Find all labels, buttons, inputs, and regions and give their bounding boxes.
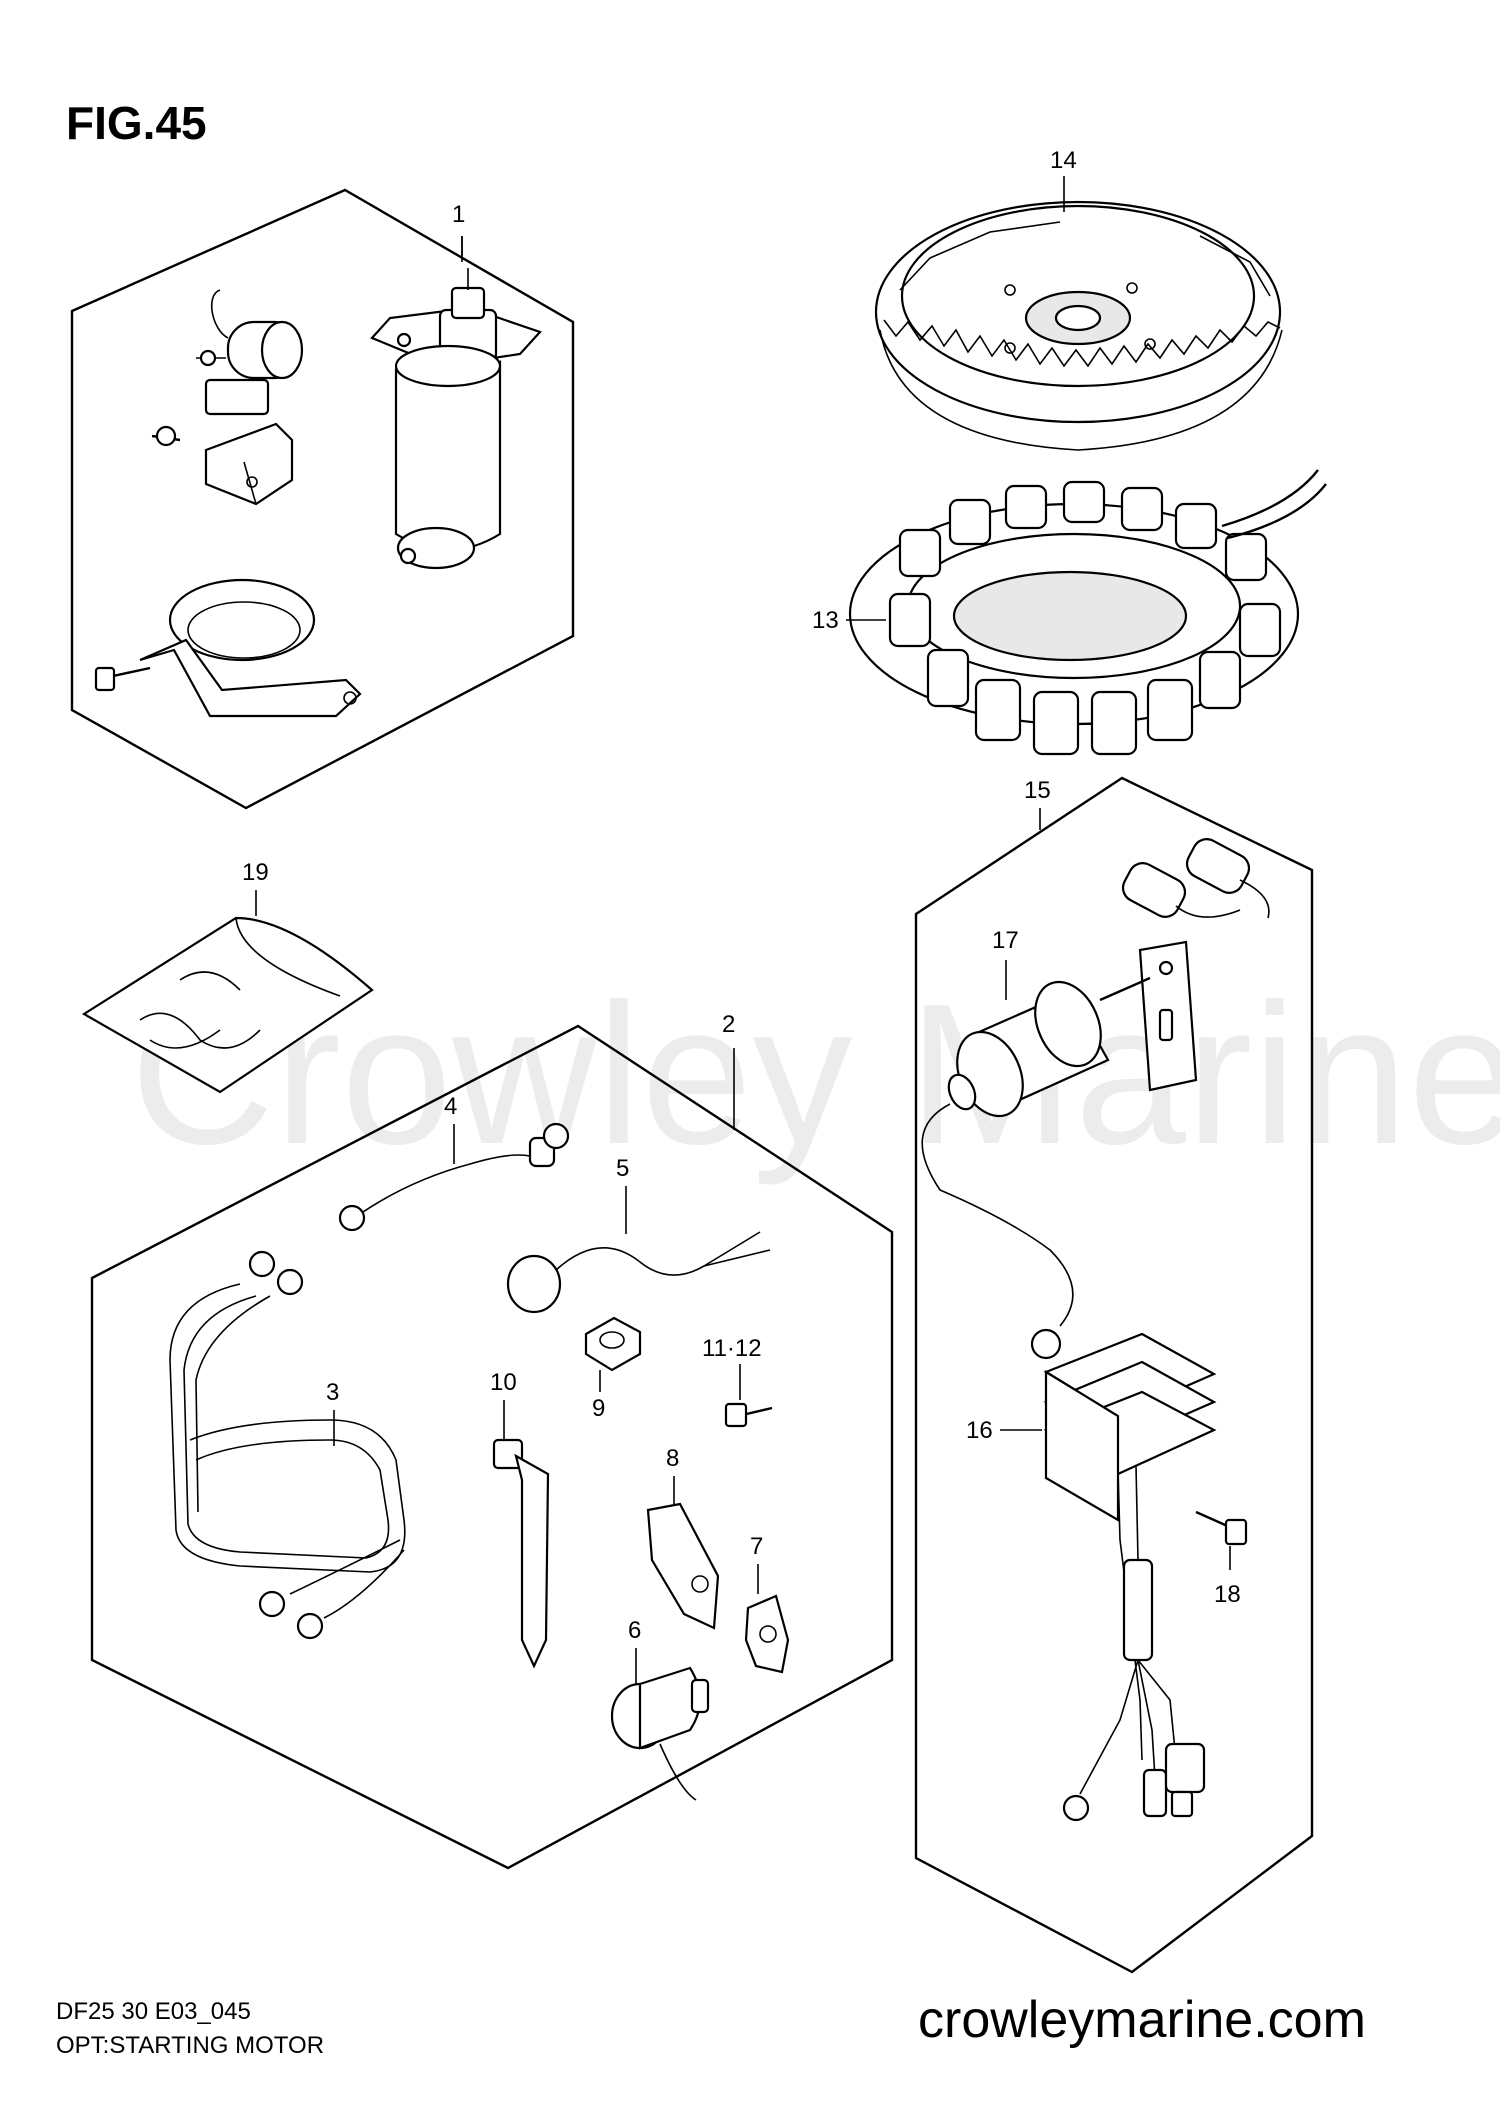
callout-label-14: 14: [1050, 147, 1077, 174]
figure-title: FIG.45: [66, 97, 207, 149]
callout-label-2: 2: [722, 1011, 735, 1038]
callout-18[interactable]: 18: [1214, 1546, 1241, 1608]
callout-4[interactable]: 4: [444, 1093, 457, 1164]
callout-15[interactable]: 15: [1024, 777, 1051, 830]
callout-label-16: 16: [966, 1417, 993, 1444]
website-link[interactable]: crowleymarine.com: [918, 1991, 1366, 2049]
callout-2[interactable]: 2: [722, 1011, 735, 1130]
callout-label-1: 1: [452, 201, 465, 228]
bolt-18-part[interactable]: [1195, 1510, 1248, 1546]
sensor-6-part[interactable]: [610, 1666, 710, 1801]
callout-label-13: 13: [812, 607, 839, 634]
lead-wire-4-part[interactable]: [338, 1122, 570, 1232]
stator-part[interactable]: [848, 469, 1327, 756]
callout-label-7: 7: [750, 1533, 763, 1560]
callout-5[interactable]: 5: [616, 1155, 629, 1234]
callout-14[interactable]: 14: [1050, 147, 1077, 212]
relay-bracket-part[interactable]: [204, 422, 294, 506]
callout-7[interactable]: 7: [750, 1533, 763, 1594]
callout-label-15: 15: [1024, 777, 1051, 804]
model-code: DF25 30 E03_045: [56, 1998, 251, 2025]
callout-label-10: 10: [490, 1369, 517, 1396]
relay-bolt-part[interactable]: [151, 425, 181, 447]
rectifier-part[interactable]: [1043, 1332, 1217, 1822]
callout-1[interactable]: 1: [452, 201, 465, 262]
flywheel-part[interactable]: [874, 200, 1283, 451]
callout-6[interactable]: 6: [628, 1617, 641, 1684]
bracket-8-part[interactable]: [646, 1502, 720, 1630]
callout-label-6: 6: [628, 1617, 641, 1644]
callout-16[interactable]: 16: [966, 1417, 1042, 1444]
callout-label-9: 9: [592, 1395, 605, 1422]
parts-bag-part[interactable]: [81, 916, 374, 1094]
callout-label-17: 17: [992, 927, 1019, 954]
switch-5-part[interactable]: [506, 1231, 771, 1314]
callout-label-19: 19: [242, 859, 269, 886]
callout-label-8: 8: [666, 1445, 679, 1472]
callout-label-4: 4: [444, 1093, 457, 1120]
fuse-part[interactable]: [921, 972, 1151, 1360]
kit-box-2: [90, 1024, 894, 1870]
callout-17[interactable]: 17: [992, 927, 1019, 1000]
callout-8[interactable]: 8: [666, 1445, 679, 1504]
callout-13[interactable]: 13: [812, 607, 886, 634]
callout-label-3: 3: [326, 1379, 339, 1406]
fuse-holder-part[interactable]: [1118, 834, 1270, 1092]
callout-10[interactable]: 10: [490, 1369, 517, 1440]
band-bolt-part[interactable]: [94, 666, 151, 692]
callout-11-12[interactable]: 11·12: [702, 1335, 762, 1400]
callout-label-18: 18: [1214, 1581, 1241, 1608]
callout-label-11-12: 11·12: [702, 1335, 762, 1362]
starter-relay-part[interactable]: [196, 289, 304, 416]
screw-11-12-part[interactable]: [724, 1402, 773, 1428]
nut-9-part[interactable]: [584, 1316, 642, 1372]
starter-motor-part[interactable]: [370, 268, 542, 570]
callout-9[interactable]: 9: [592, 1370, 605, 1422]
callout-label-5: 5: [616, 1155, 629, 1182]
cable-tie-10-part[interactable]: [492, 1438, 550, 1669]
callout-3[interactable]: 3: [326, 1379, 339, 1446]
callout-19[interactable]: 19: [242, 859, 269, 916]
grommet-7-part[interactable]: [744, 1594, 790, 1674]
mounting-band-part[interactable]: [139, 578, 362, 718]
section-name: OPT:STARTING MOTOR: [56, 2032, 325, 2059]
harness-3-part[interactable]: [169, 1250, 406, 1640]
kit-box-15: [914, 776, 1314, 1974]
